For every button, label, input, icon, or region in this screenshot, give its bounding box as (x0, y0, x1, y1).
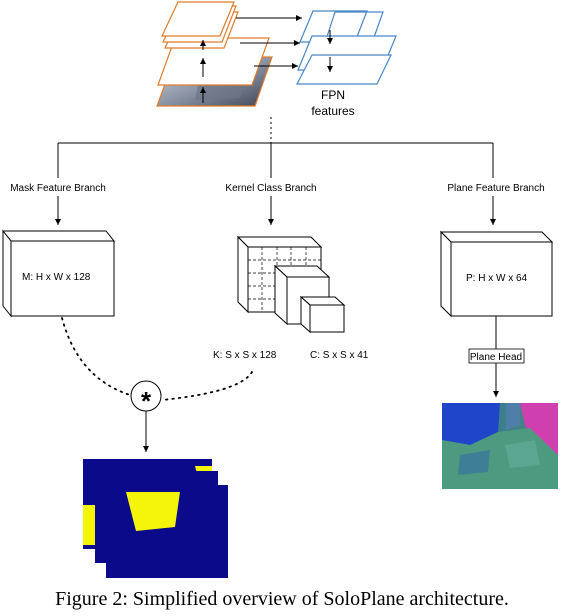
fpn-label-line2: features (311, 104, 354, 118)
small-cube-front (310, 305, 344, 332)
plane-output-image (442, 403, 558, 489)
fpn-label-line1: FPN (321, 88, 345, 102)
plane-branch-label: Plane Feature Branch (447, 183, 544, 194)
kernel-cube-top (238, 237, 321, 247)
fpn-stack (297, 11, 396, 84)
mask-box-top (3, 231, 114, 241)
class-tensor-label: C: S x S x 41 (310, 350, 369, 361)
mask-dotted-arc (62, 318, 130, 395)
plane-box-top (441, 232, 552, 242)
kernel-tensor-label: K: S x S x 128 (213, 350, 277, 361)
kernel-dotted-arc (162, 372, 252, 400)
plane-tensor-label: P: H x W x 64 (466, 273, 528, 284)
mid-cube-side (275, 266, 287, 324)
mask-branch-label: Mask Feature Branch (10, 183, 106, 194)
fpn-layer-1 (297, 55, 391, 84)
mask-output-stack (83, 459, 228, 578)
plane-head-label: Plane Head (470, 352, 522, 363)
kernel-class-cubes (238, 237, 344, 332)
kernel-class-branch-label: Kernel Class Branch (225, 183, 316, 194)
kernel-cube-side (238, 237, 248, 312)
mask-box-side (3, 231, 11, 316)
plane-box-side (441, 232, 451, 316)
mask-output-middle-yellow (83, 505, 95, 545)
figure-caption: Figure 2: Simplified overview of SoloPla… (0, 588, 564, 611)
mask-tensor-label: M: H x W x 128 (22, 272, 91, 283)
